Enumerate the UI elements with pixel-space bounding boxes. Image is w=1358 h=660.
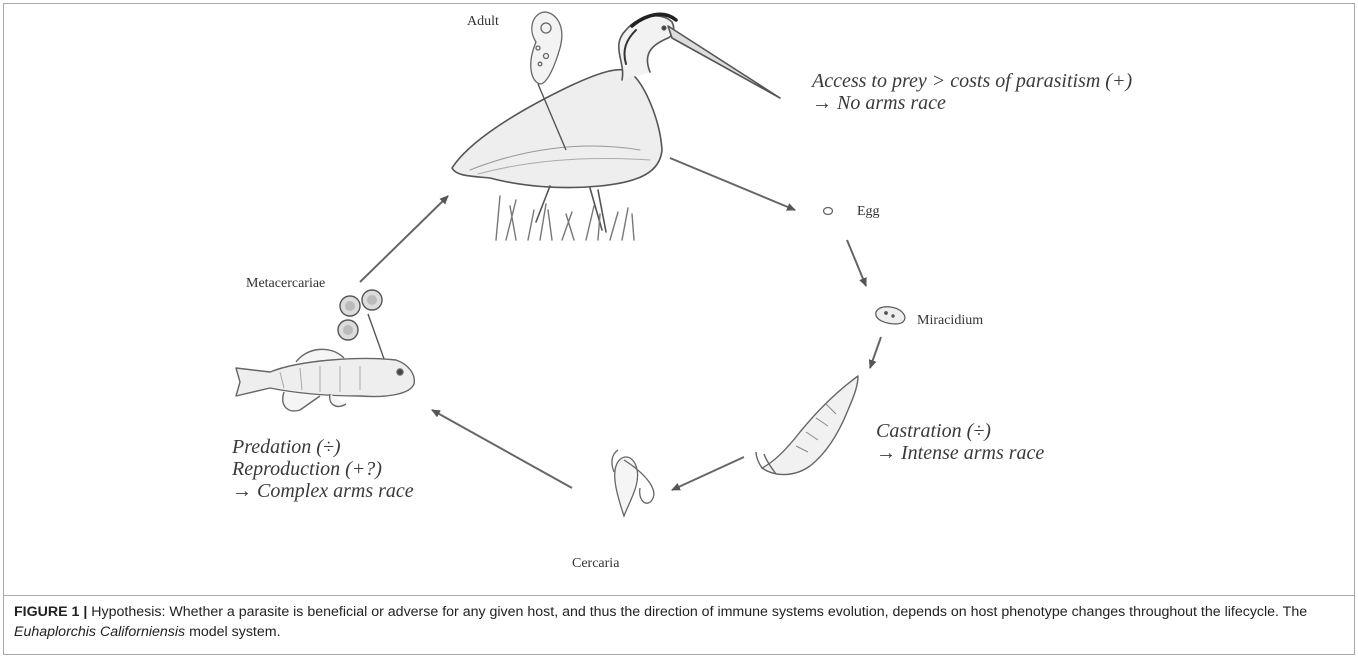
note-fish-line1: Predation (÷)	[232, 436, 414, 458]
caption-prefix: FIGURE 1 |	[14, 604, 87, 620]
note-fish: Predation (÷) Reproduction (+?) → Comple…	[232, 436, 414, 502]
caption-text-end: model system.	[185, 624, 280, 640]
note-bird: Access to prey > costs of parasitism (+)…	[812, 70, 1132, 114]
heron-illustration	[452, 14, 780, 240]
arrow-miracidium-to-snail	[870, 337, 881, 368]
arrow-snail-to-cercaria	[672, 457, 744, 490]
note-snail: Castration (÷) → Intense arms race	[876, 420, 1044, 464]
note-snail-line2: → Intense arms race	[876, 442, 1044, 464]
miracidium-illustration	[876, 307, 905, 324]
arrow-egg-to-miracidium	[847, 240, 866, 286]
caption-divider	[3, 595, 1355, 596]
label-cercaria: Cercaria	[572, 556, 619, 572]
note-bird-line2: → No arms race	[812, 92, 1132, 114]
note-snail-line1: Castration (÷)	[876, 420, 1044, 442]
note-fish-line2: Reproduction (+?)	[232, 458, 414, 480]
label-adult: Adult	[467, 14, 499, 30]
label-metacercariae: Metacercariae	[246, 276, 325, 292]
cercaria-illustration	[612, 450, 654, 516]
caption-text: Hypothesis: Whether a parasite is benefi…	[87, 604, 1307, 620]
figure-caption: FIGURE 1 | Hypothesis: Whether a parasit…	[14, 602, 1344, 642]
label-miracidium: Miracidium	[917, 313, 983, 329]
arrow-heron-to-egg	[670, 158, 795, 210]
note-bird-line1: Access to prey > costs of parasitism (+)	[812, 70, 1132, 92]
label-egg: Egg	[857, 204, 880, 220]
note-fish-line3: → Complex arms race	[232, 480, 414, 502]
snail-illustration	[756, 376, 858, 475]
caption-species: Euhaplorchis Californiensis	[14, 624, 185, 640]
arrow-cercaria-to-fish	[432, 410, 572, 488]
arrow-fish-to-heron	[360, 196, 448, 282]
egg-illustration	[824, 208, 833, 215]
lifecycle-diagram	[0, 0, 1358, 600]
fish-illustration	[236, 349, 414, 411]
